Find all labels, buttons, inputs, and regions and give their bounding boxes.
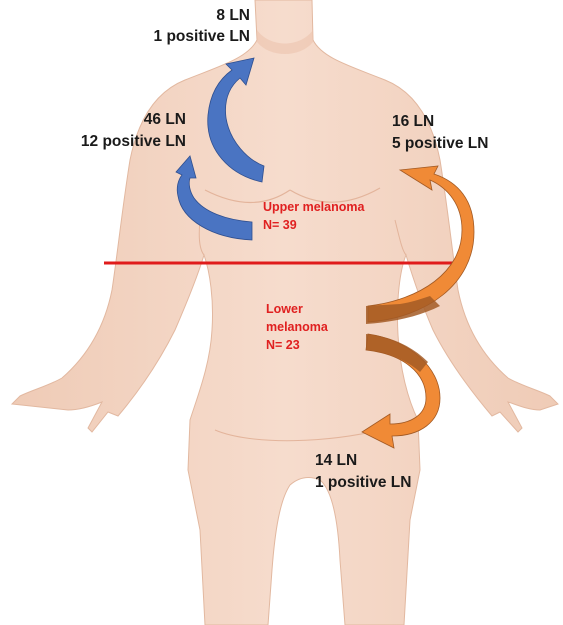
right-axilla-positive-ln: 5 positive LN — [392, 134, 488, 154]
neck-ln-count: 8 LN — [180, 6, 250, 26]
left-axilla-ln-count: 46 LN — [120, 110, 186, 130]
groin-ln-count: 14 LN — [315, 451, 357, 471]
upper-melanoma-n: N= 39 — [263, 217, 297, 233]
upper-melanoma-label: Upper melanoma — [263, 199, 364, 215]
groin-positive-ln: 1 positive LN — [315, 473, 411, 493]
lower-melanoma-label-1: Lower — [266, 301, 303, 317]
neck-positive-ln: 1 positive LN — [100, 27, 250, 47]
left-axilla-positive-ln: 12 positive LN — [40, 132, 186, 152]
lower-melanoma-n: N= 23 — [266, 337, 300, 353]
lower-melanoma-label-2: melanoma — [266, 319, 328, 335]
right-axilla-ln-count: 16 LN — [392, 112, 434, 132]
